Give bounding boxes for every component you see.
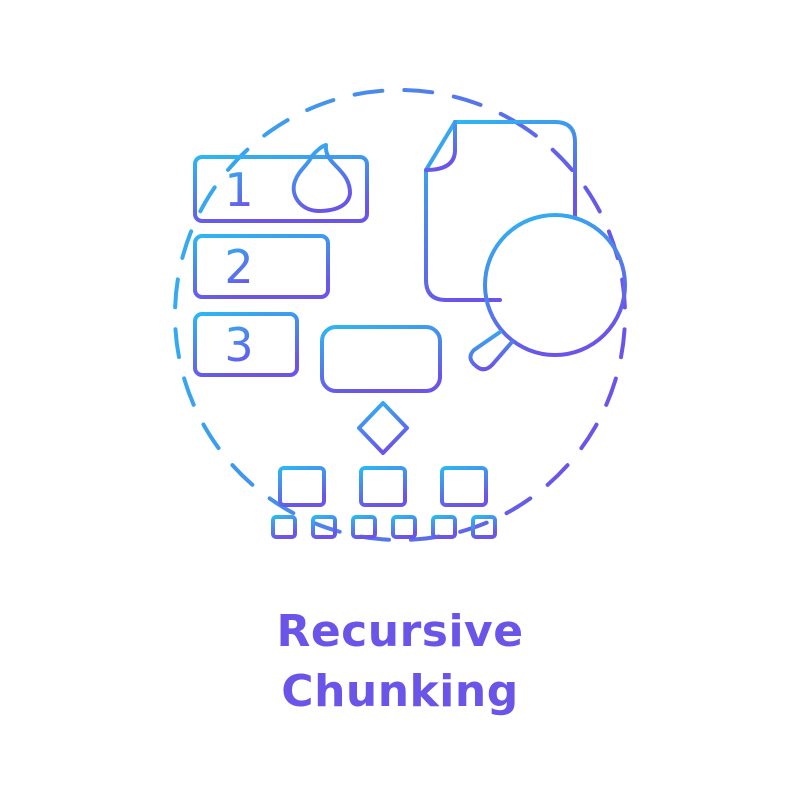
magnifying-glass-icon: [468, 213, 627, 372]
flow-leaf-6: [471, 515, 497, 539]
flow-leaf-5: [431, 515, 457, 539]
flow-leaf-2: [311, 515, 337, 539]
dashed-circle-frame: [173, 88, 627, 542]
list-number-3: 3: [224, 318, 253, 372]
flow-child-node-3: [440, 466, 488, 507]
flow-child-node-1: [278, 466, 326, 507]
caption-title-line-1: Recursive: [276, 606, 524, 657]
flowchart-tree-icon: [271, 325, 497, 539]
flame-icon: [291, 143, 352, 213]
flow-leaf-3: [351, 515, 377, 539]
flow-child-node-2: [359, 466, 407, 507]
flow-leaf-4: [391, 515, 417, 539]
priority-list-icon: [193, 155, 369, 377]
list-number-2: 2: [224, 240, 253, 294]
flow-decision-diamond: [357, 401, 409, 455]
list-box-3: [193, 312, 299, 377]
flow-leaf-1: [271, 515, 297, 539]
list-number-1: 1: [224, 163, 253, 217]
caption-title-line-2: Chunking: [281, 666, 519, 717]
document-icon: [424, 120, 577, 302]
list-box-1: [193, 155, 369, 223]
flow-top-node: [320, 325, 442, 393]
list-box-2: [193, 234, 330, 299]
